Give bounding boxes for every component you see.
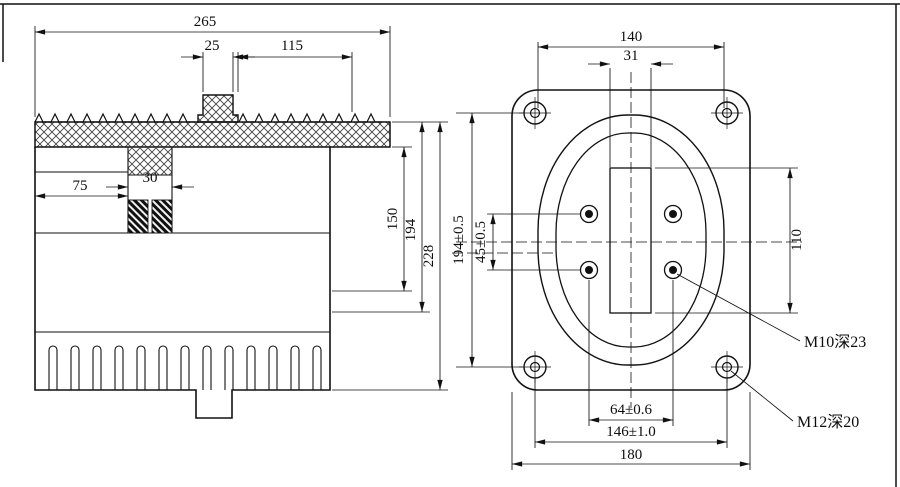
- fin-slot: [246, 345, 256, 390]
- threaded-hole: [663, 204, 683, 224]
- fin-slot: [268, 345, 278, 390]
- leader-line-m10: [676, 273, 801, 342]
- fin-slot: [180, 345, 190, 390]
- threaded-hole: [663, 260, 683, 280]
- fin-slot: [92, 345, 102, 390]
- fin-slot: [290, 345, 300, 390]
- fin-slot: [158, 345, 168, 390]
- threaded-holes: [579, 204, 683, 280]
- corner-bolt-holes: [519, 97, 743, 383]
- dim-text-265: 265: [194, 14, 217, 30]
- contact-block-right: [151, 199, 173, 234]
- corrugation-right: [238, 112, 382, 123]
- thread-label-m12: M12深20: [797, 413, 859, 431]
- dim-text-25: 25: [205, 38, 220, 54]
- left-view-dimensions: [34, 26, 448, 391]
- corner-bolt-hole-br: [711, 351, 743, 383]
- right-view-front: [452, 72, 802, 408]
- contact-block-left: [127, 199, 149, 234]
- center-slot: [609, 167, 652, 314]
- dim-text-31: 31: [624, 48, 639, 64]
- threaded-hole: [579, 204, 599, 224]
- fin-slot: [70, 345, 80, 390]
- dim-text-146t: 146±1.0: [606, 424, 655, 440]
- dim-text-194: 194: [403, 218, 419, 241]
- body-outline: [34, 147, 331, 419]
- channel-hatch: [128, 147, 172, 175]
- fin-slot: [202, 345, 212, 390]
- top-boss: [197, 94, 239, 123]
- dim-text-64t: 64±0.6: [610, 402, 652, 418]
- corner-bolt-hole-tr: [711, 97, 743, 129]
- dim-text-194t: 194±0.5: [451, 215, 467, 264]
- dim-text-180: 180: [620, 447, 643, 463]
- dim-text-75: 75: [73, 178, 88, 194]
- fin-slot: [48, 345, 58, 390]
- fin-slot: [136, 345, 146, 390]
- flange-plate: [34, 121, 391, 148]
- dim-text-30: 30: [143, 170, 158, 186]
- thread-label-m10: M10深23: [804, 333, 866, 351]
- dim-text-228: 228: [421, 245, 437, 268]
- fin-slots: [48, 345, 322, 390]
- corner-bolt-hole-tl: [519, 97, 551, 129]
- corrugation-left: [34, 112, 195, 123]
- fin-slot: [224, 345, 234, 390]
- fin-slot: [312, 345, 322, 390]
- threaded-hole: [579, 260, 599, 280]
- left-view-section: [34, 94, 391, 419]
- sheet-frame: [0, 3, 900, 487]
- dim-text-45t: 45±0.5: [473, 221, 489, 263]
- dim-text-110: 110: [789, 229, 805, 251]
- right-view-dimensions: [456, 42, 801, 470]
- dim-text-150: 150: [385, 208, 401, 231]
- leader-line-m12: [730, 370, 794, 422]
- dim-text-115: 115: [281, 38, 303, 54]
- dim-text-140: 140: [620, 29, 643, 45]
- corner-bolt-hole-bl: [519, 351, 551, 383]
- fin-slot: [114, 345, 124, 390]
